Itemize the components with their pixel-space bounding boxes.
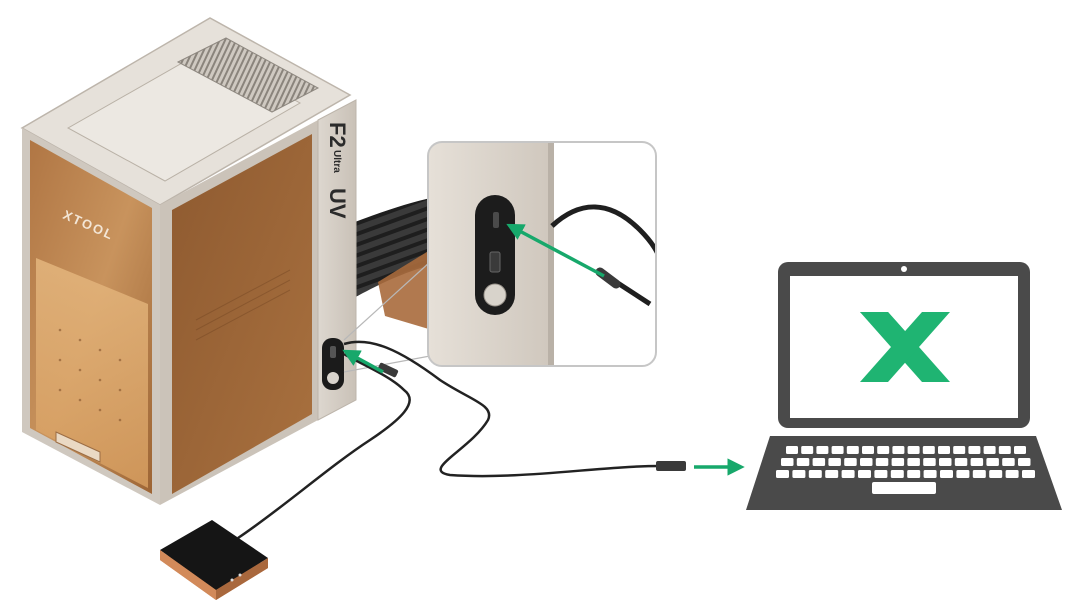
keyboard-key	[825, 470, 839, 478]
side-glass	[172, 134, 312, 494]
model-variant: UV	[325, 188, 350, 219]
keyboard-key	[998, 446, 1011, 454]
laptop-trackpad	[872, 482, 936, 494]
keyboard-key	[860, 458, 873, 466]
keyboard-key	[831, 446, 844, 454]
exhaust-hose	[340, 196, 445, 330]
keyboard-key	[983, 446, 996, 454]
cabinet-power-button-icon	[327, 372, 339, 384]
keyboard-key	[858, 470, 871, 478]
inset-power-button-icon	[483, 283, 507, 307]
webcam-icon	[901, 266, 907, 272]
cabinet-connect-arrow	[342, 349, 384, 374]
keyboard-key	[812, 458, 826, 466]
keyboard-key	[877, 446, 890, 454]
keyboard-key	[816, 446, 829, 454]
front-handle	[55, 431, 101, 463]
foot-switch	[160, 520, 268, 600]
keyboard-key	[954, 458, 968, 466]
model-name: F2	[325, 122, 350, 148]
inset-usb-c-port-icon	[493, 212, 499, 228]
zoom-leader-lines	[343, 261, 431, 373]
laptop-keyboard	[776, 446, 1035, 478]
keyboard-key	[801, 446, 814, 454]
gantry-lines	[195, 269, 291, 341]
keyboard-key	[786, 446, 798, 454]
keyboard-key	[781, 458, 794, 466]
keyboard-key	[828, 458, 841, 466]
keyboard-key	[892, 446, 905, 454]
usb-plug-laptop	[656, 461, 686, 471]
keyboard-key	[940, 470, 953, 478]
port-detail-inset	[427, 141, 657, 367]
cables	[237, 340, 661, 540]
inset-border	[427, 141, 657, 367]
usb-cable-to-laptop	[343, 340, 661, 478]
model-label: F2 Ultra UV	[325, 122, 350, 219]
keyboard-key	[862, 446, 874, 454]
keyboard-key	[989, 470, 1003, 478]
laptop-base	[746, 436, 1062, 510]
usb-plug-cabinet	[377, 362, 399, 378]
cabinet-usb-port-icon	[330, 346, 336, 358]
keyboard-key	[953, 446, 966, 454]
keyboard-key	[907, 470, 921, 478]
inset-cable	[550, 204, 656, 265]
keyboard-key	[1018, 458, 1031, 466]
keyboard-key	[1014, 446, 1026, 454]
laser-cabinet: XTOOL F2 Ultra UV	[20, 17, 357, 505]
keyboard-key	[1002, 458, 1015, 466]
keyboard-key	[923, 458, 936, 466]
keyboard-key	[890, 470, 904, 478]
keyboard-key	[922, 446, 935, 454]
honeycomb-bed	[58, 328, 122, 422]
keyboard-key	[844, 458, 857, 466]
vent-grille	[176, 37, 320, 113]
keyboard-key	[874, 470, 888, 478]
keyboard-key	[792, 470, 806, 478]
model-subname: Ultra	[331, 150, 342, 173]
laptop	[746, 262, 1062, 510]
keyboard-key	[808, 470, 822, 478]
inset-connect-arrow	[506, 223, 605, 278]
keyboard-key	[891, 458, 905, 466]
cable-to-footswitch	[237, 352, 411, 540]
inset-usb-a-port-icon	[489, 251, 501, 273]
keyboard-key	[1022, 470, 1035, 478]
keyboard-key	[923, 470, 937, 478]
keyboard-key	[939, 458, 952, 466]
keyboard-key	[970, 458, 984, 466]
keyboard-key	[875, 458, 889, 466]
keyboard-key	[972, 470, 986, 478]
keyboard-key	[938, 446, 950, 454]
keyboard-key	[986, 458, 999, 466]
xtool-logo-icon	[860, 312, 950, 382]
keyboard-key	[907, 458, 920, 466]
keyboard-key	[846, 446, 859, 454]
keyboard-key	[796, 458, 810, 466]
keyboard-key	[776, 470, 789, 478]
keyboard-key	[907, 446, 920, 454]
keyboard-key	[841, 470, 855, 478]
keyboard-key	[956, 470, 970, 478]
keyboard-key	[968, 446, 981, 454]
keyboard-key	[1005, 470, 1019, 478]
